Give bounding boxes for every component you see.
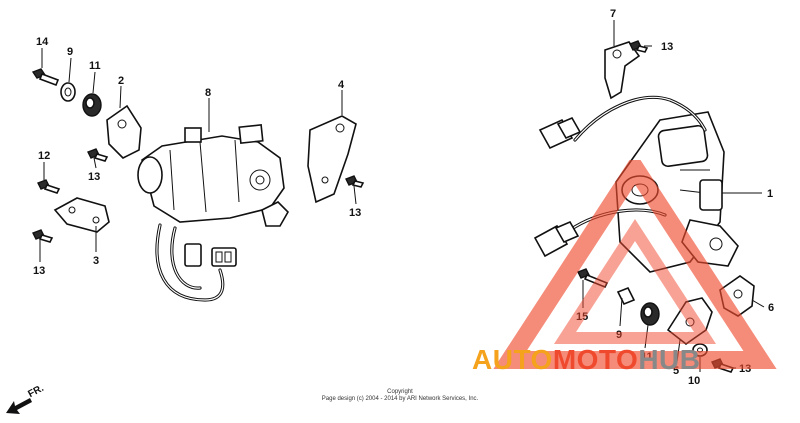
bolt-13-a [87, 148, 109, 162]
callout-1: 1 [767, 188, 773, 200]
callout-13-c: 13 [349, 207, 361, 219]
grommet-11 [82, 93, 102, 117]
callout-2: 2 [118, 75, 124, 87]
automotohub-watermark-text: AUTOMOTOHUB [472, 344, 700, 376]
callout-5: 5 [673, 365, 679, 377]
callout-10: 10 [688, 375, 700, 387]
callout-13-d: 13 [661, 41, 673, 53]
bolt-13-b [32, 229, 54, 243]
bolt-14 [31, 68, 60, 87]
watermark-hub: HUB [638, 344, 701, 375]
callout-4: 4 [338, 79, 345, 91]
actuator-8 [137, 124, 289, 227]
bracket-2 [106, 104, 142, 159]
bolt-12 [37, 179, 61, 194]
front-direction-arrow-icon [6, 398, 32, 414]
watermark-moto: MOTO [552, 344, 639, 375]
bracket-3 [53, 197, 110, 233]
watermark-auto: AUTO [472, 344, 553, 375]
callout-13-a: 13 [88, 171, 100, 183]
copyright-line-1: Copyright [387, 389, 413, 395]
callout-8: 8 [205, 87, 211, 99]
bracket-4 [307, 115, 357, 204]
callout-7: 7 [610, 8, 616, 20]
callout-9: 9 [67, 46, 73, 58]
copyright-notice: Copyright Page design (c) 2004 - 2014 by… [300, 389, 500, 403]
callout-12: 12 [38, 150, 50, 162]
callout-6: 6 [768, 302, 774, 314]
callout-14: 14 [36, 36, 49, 48]
grommet-11-right [640, 302, 660, 326]
callout-11: 11 [89, 60, 101, 72]
bolt-13-d [629, 40, 649, 53]
copyright-line-2: Page design (c) 2004 - 2014 by ARI Netwo… [321, 396, 479, 402]
callout-3: 3 [93, 255, 99, 267]
callout-13-b: 13 [33, 265, 45, 277]
automotohub-watermark-logo [493, 160, 777, 369]
actuator-8-harness [155, 223, 237, 302]
bolt-13-c [345, 175, 365, 188]
washer-9 [60, 82, 76, 102]
